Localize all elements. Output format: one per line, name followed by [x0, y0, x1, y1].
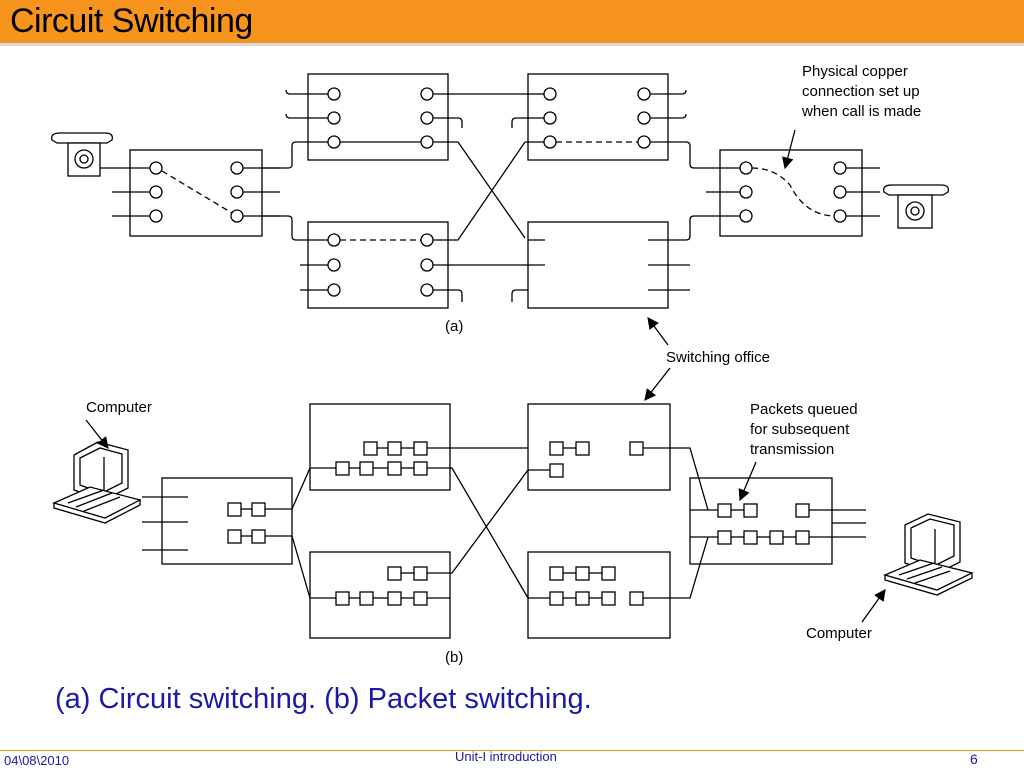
computer-right-arrow	[861, 589, 886, 623]
computer-left-arrow	[85, 419, 109, 449]
switching-office-bottom-left-b	[309, 469, 529, 639]
page-title: Circuit Switching	[10, 2, 253, 40]
annotation-switching-office: Switching office	[666, 349, 770, 366]
switching-office-bottom-right-b	[527, 536, 709, 639]
page-number: 6	[970, 751, 978, 767]
annotation-packets-line-1: Packets queued	[750, 401, 858, 418]
switching-office-top-left-a	[262, 73, 528, 239]
switching-office-right-a	[706, 149, 880, 237]
label-b: (b)	[445, 649, 463, 666]
switching-office-right-b	[689, 477, 866, 565]
label-a: (a)	[445, 318, 463, 335]
computer-left-icon	[52, 441, 142, 524]
packets-arrow	[738, 461, 757, 502]
telephone-left-icon	[51, 132, 113, 177]
annotation-copper-line-3: when call is made	[801, 103, 921, 120]
switching-office-top-right-b	[527, 403, 709, 511]
annotation-packets-line-2: for subsequent	[750, 421, 850, 438]
footer-center-text: Unit-I introduction	[455, 749, 557, 764]
annotation-copper-line-1: Physical copper	[802, 63, 908, 80]
switching-office-left-b	[142, 467, 311, 599]
computer-left-label: Computer	[86, 399, 152, 416]
circuit-switching-diagram	[51, 73, 949, 346]
switching-office-bottom-right-a	[511, 215, 720, 309]
switching-office-top-left-b	[309, 403, 529, 599]
packet-queue	[227, 502, 266, 544]
packet-switching-diagram	[52, 367, 974, 639]
switching-office-arrow-down	[644, 367, 671, 401]
annotation-packets-line-3: transmission	[750, 441, 834, 458]
switching-office-bottom-left-a	[262, 141, 528, 309]
figure-caption: (a) Circuit switching. (b) Packet switch…	[55, 683, 592, 715]
switching-office-arrow-up	[647, 317, 669, 346]
switching-office-left-a	[100, 149, 280, 237]
computer-right-label: Computer	[806, 625, 872, 642]
computer-right-icon	[883, 513, 974, 596]
copper-arrow	[782, 129, 796, 170]
footer-date: 04\08\2010	[4, 753, 70, 768]
title-bar: Circuit Switching	[0, 0, 1024, 46]
footer-divider	[0, 750, 1024, 751]
telephone-right-icon	[883, 184, 949, 229]
switching-office-top-right-a	[511, 73, 740, 169]
switching-diagram: Physical copper connection set up when c…	[51, 63, 974, 666]
annotation-copper-line-2: connection set up	[802, 83, 920, 100]
